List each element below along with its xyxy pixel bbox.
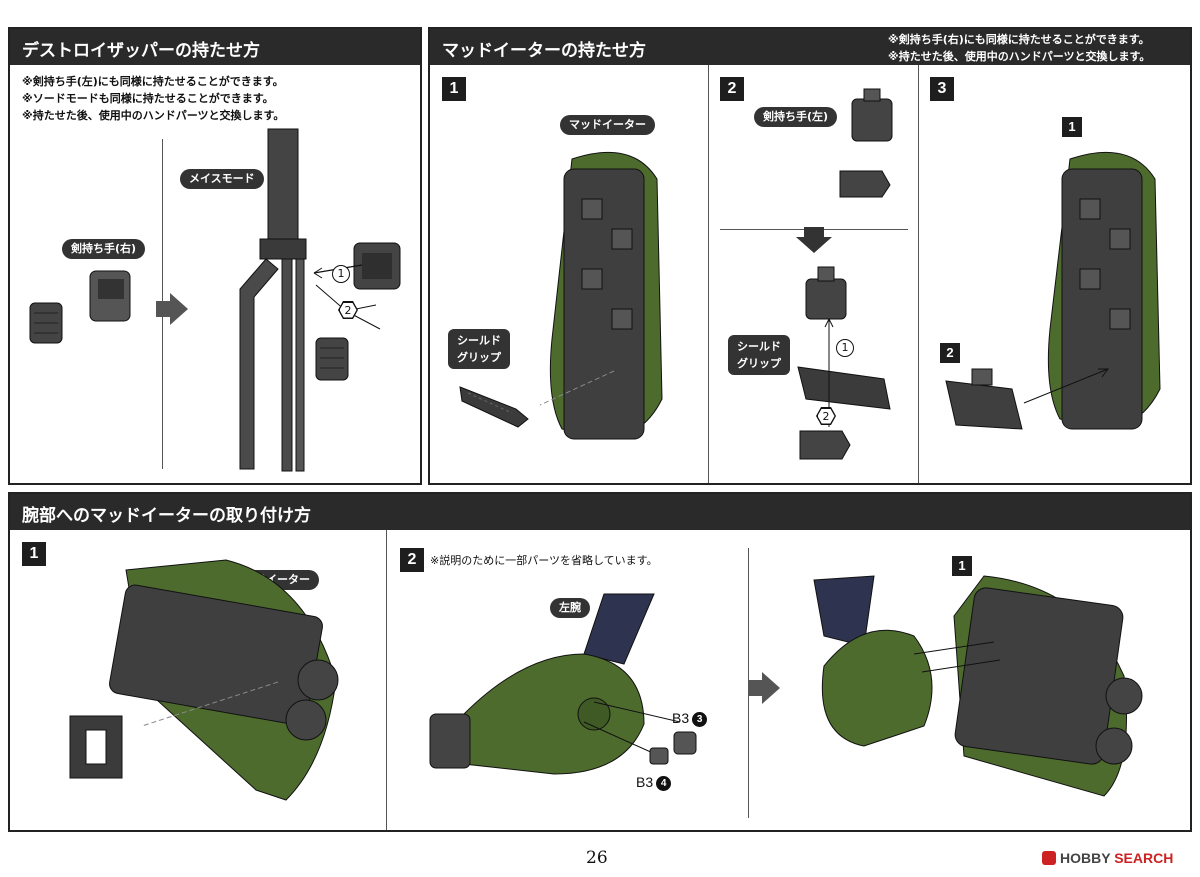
note-1: ※剣持ち手(右)にも同様に持たせることができます。: [888, 33, 1150, 46]
mace-weapon-illustration: [239, 128, 307, 472]
note-2: ※持たせた後、使用中のハンドパーツと交換します。: [888, 50, 1151, 63]
left-arm-illustration: [429, 593, 655, 775]
screw-parts-illustration: [649, 731, 697, 765]
note-1: ※剣持ち手(左)にも同様に持たせることができます。: [22, 75, 284, 88]
label-sword-hand-left: 剣持ち手(左): [754, 107, 838, 127]
dashed-arrow: [539, 370, 615, 406]
step-number-1: 1: [442, 77, 466, 101]
note-3: ※持たせた後、使用中のハンドパーツと交換します。: [22, 109, 285, 122]
divider-1: [708, 65, 709, 483]
step-number-2: 2: [720, 77, 744, 101]
ref-step-1: 1: [1062, 117, 1082, 137]
label-mace-mode: メイスモード: [180, 169, 264, 189]
step-hex-2: 2: [338, 301, 358, 319]
step-circle-1: 1: [332, 265, 350, 283]
note: ※説明のために一部パーツを省略しています。: [430, 554, 658, 567]
label-shield-grip: シールドグリップ: [728, 335, 790, 375]
label-sword-hand-right: 剣持ち手(右): [62, 239, 146, 259]
arrow-down-icon: [796, 227, 832, 253]
divider-1: [386, 530, 387, 830]
arrow-right-icon: [748, 672, 780, 704]
step-number-3: 3: [930, 77, 954, 101]
page-number: 26: [586, 848, 608, 868]
hand-fingers-2-illustration: [315, 337, 349, 381]
panel-destroy-zapper: デストロイザッパーの持たせ方 ※剣持ち手(左)にも同様に持たせることができます。…: [8, 27, 422, 485]
panel-title: デストロイザッパーの持たせ方: [10, 29, 420, 65]
watermark-hobby: HOBBY: [1060, 850, 1111, 866]
step-hex-2: 2: [816, 407, 836, 425]
arm-with-mad-eater-illustration: [813, 575, 1143, 797]
label-shield-grip: シールドグリップ: [448, 329, 510, 369]
hand-grip-assembled-illustration: [945, 368, 1023, 430]
arrow-right-icon: [156, 293, 188, 325]
step-circle-1: 1: [836, 339, 854, 357]
label-mad-eater: マッドイーター: [560, 115, 655, 135]
hand-fingers-3-illustration: [799, 430, 851, 460]
dashed-arrow: [141, 681, 279, 727]
shield-grip-2-illustration: [797, 366, 891, 410]
watermark-search: SEARCH: [1114, 850, 1174, 866]
panel-arm-attach: 腕部へのマッドイーターの取り付け方 1 マッドイーター 2 ※説明のために一部パ…: [8, 492, 1192, 832]
label-left-arm: 左腕: [550, 598, 590, 618]
mad-eater-illustration: [549, 151, 663, 440]
hand-palm-illustration: [89, 270, 131, 322]
shield-grip-illustration: [69, 715, 123, 779]
panel-title: マッドイーターの持たせ方: [430, 29, 1190, 65]
ref-step-2: 2: [940, 343, 960, 363]
step-number-2: 2: [400, 548, 424, 572]
mad-eater-3-illustration: [1047, 151, 1161, 430]
divider-2: [918, 65, 919, 483]
panel-mad-eater-hold: マッドイーターの持たせ方 ※剣持ち手(右)にも同様に持たせることができます。 ※…: [428, 27, 1192, 485]
hand-grip-illustration: [353, 242, 401, 290]
watermark-logo-icon: [1042, 851, 1056, 865]
hand-left-illustration: [851, 88, 893, 142]
attach-arrow: [1023, 368, 1109, 404]
panel-title: 腕部へのマッドイーターの取り付け方: [10, 494, 1190, 530]
step-number-1: 1: [22, 542, 46, 566]
watermark: HOBBY SEARCH: [1042, 850, 1173, 866]
hand-fingers-illustration: [29, 302, 63, 344]
hand-fingers-illustration: [839, 170, 891, 198]
ref-step-1: 1: [952, 556, 972, 576]
shield-grip-illustration: [459, 386, 529, 428]
note-2: ※ソードモードも同様に持たせることができます。: [22, 92, 274, 105]
hand-assembled-illustration: [805, 266, 847, 320]
mad-eater-side-illustration: [109, 559, 339, 801]
